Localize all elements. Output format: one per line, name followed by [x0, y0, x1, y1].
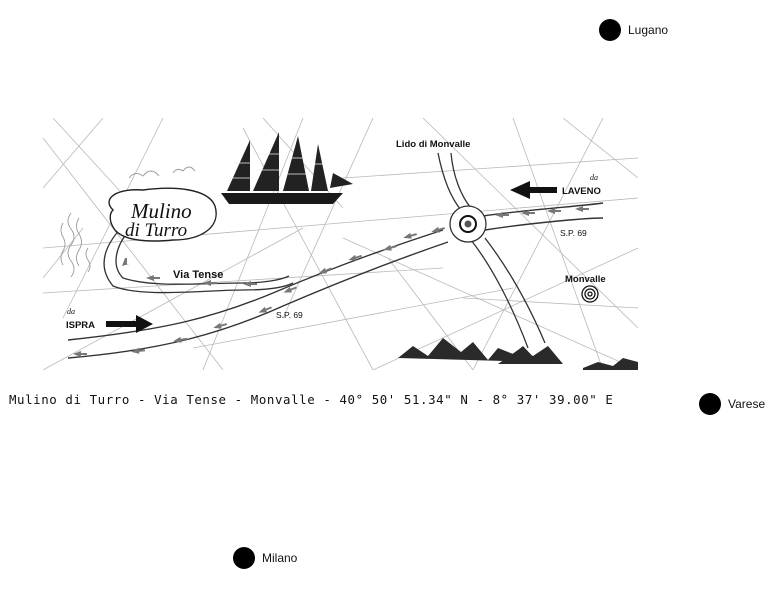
label-via-tense: Via Tense [173, 269, 223, 281]
arrow-from-ispra-icon [106, 315, 153, 333]
location-dot-icon [233, 547, 255, 569]
location-caption: Mulino di Turro - Via Tense - Monvalle -… [9, 392, 614, 407]
label-lido-di-monvalle: Lido di Monvalle [396, 139, 470, 150]
label-laveno: LAVENO [562, 186, 601, 197]
arrow-from-laveno-icon [510, 181, 557, 199]
monvalle-target-icon [581, 285, 599, 303]
city-label-milano: Milano [262, 551, 298, 565]
logo-line1: Mulino [130, 199, 192, 223]
label-ispra: ISPRA [66, 320, 95, 331]
roundabout [449, 205, 487, 243]
city-label-varese: Varese [728, 397, 766, 411]
map-illustration: Mulino di Turro Lido di Monvalle da LAVE… [43, 118, 638, 370]
sailing-ship-icon [221, 132, 353, 204]
lido-road [437, 152, 472, 211]
mountains-illustration [398, 338, 638, 370]
city-label-lugano: Lugano [628, 23, 669, 37]
sp69-road [67, 202, 604, 359]
mulino-logo: Mulino di Turro [108, 187, 217, 242]
label-da-laveno: da [590, 173, 598, 182]
location-dot-icon [699, 393, 721, 415]
city-marker-lugano: Lugano [599, 19, 668, 41]
label-sp69-west: S.P. 69 [276, 310, 303, 320]
label-da-ispra: da [67, 307, 75, 316]
south-road [470, 237, 546, 349]
traffic-arrows [73, 206, 589, 357]
city-marker-varese: Varese [699, 393, 765, 415]
logo-line2: di Turro [125, 220, 187, 241]
via-tense-road [103, 227, 294, 294]
label-sp69-east: S.P. 69 [560, 228, 587, 238]
city-marker-milano: Milano [233, 547, 297, 569]
location-dot-icon [599, 19, 621, 41]
direction-arrows [106, 181, 557, 333]
coastline-texture [60, 166, 196, 278]
label-monvalle: Monvalle [565, 274, 606, 285]
